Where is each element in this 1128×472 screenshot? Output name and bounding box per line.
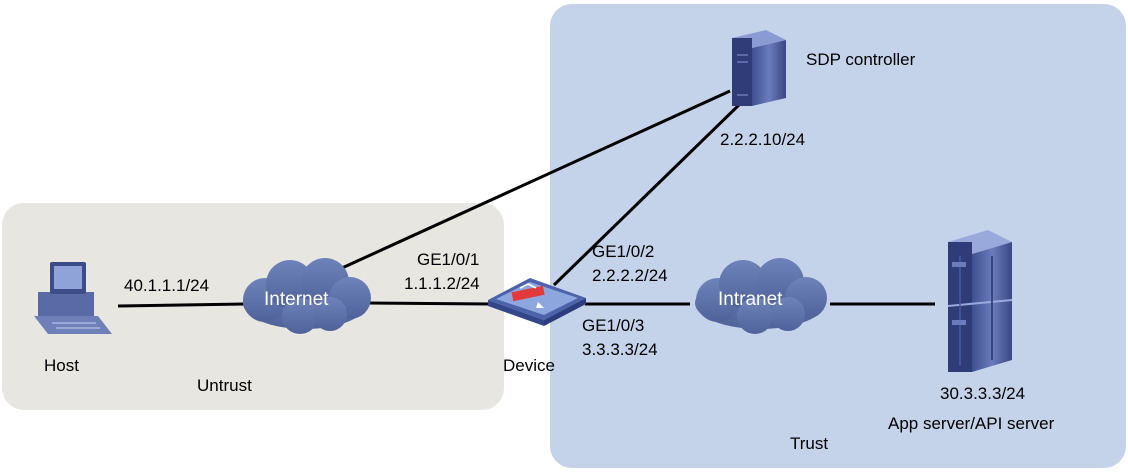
- link-host-internet: [117, 302, 246, 308]
- host-label: Host: [44, 356, 79, 375]
- ge1-0-3-ip-label: 3.3.3.3/24: [582, 340, 658, 359]
- host-pc-icon: [34, 262, 112, 334]
- app-server-label: App server/API server: [888, 414, 1055, 433]
- intranet-label: Intranet: [718, 289, 783, 310]
- sdp-controller-label: SDP controller: [806, 50, 916, 69]
- ge1-0-2-ip-label: 2.2.2.2/24: [592, 266, 668, 285]
- link-device-sdp: [552, 100, 744, 287]
- ge1-0-1-ip-label: 1.1.1.2/24: [404, 274, 480, 293]
- links: [117, 89, 935, 308]
- trust-zone: [550, 4, 1126, 468]
- ge1-0-3-label: GE1/0/3: [582, 316, 645, 335]
- app-server-ip-label: 30.3.3.3/24: [940, 384, 1026, 403]
- sdp-controller-server-icon: [732, 30, 786, 106]
- link-internet-device: [369, 301, 493, 306]
- internet-label: Internet: [264, 289, 329, 310]
- link-internet-sdp: [341, 89, 731, 270]
- firewall-device-icon: [488, 278, 586, 326]
- ge1-0-2-label: GE1/0/2: [592, 242, 655, 261]
- untrust-zone-label: Untrust: [197, 376, 252, 395]
- device-label: Device: [503, 356, 555, 375]
- intranet-cloud-icon: [695, 258, 827, 334]
- trust-zone-label: Trust: [790, 434, 829, 453]
- ge1-0-1-label: GE1/0/1: [417, 250, 480, 269]
- internet-cloud-icon: [243, 258, 371, 334]
- app-server-cluster-icon: [947, 230, 1013, 372]
- sdp-controller-ip-label: 2.2.2.10/24: [720, 130, 806, 149]
- host-ip-label: 40.1.1.1/24: [124, 276, 210, 295]
